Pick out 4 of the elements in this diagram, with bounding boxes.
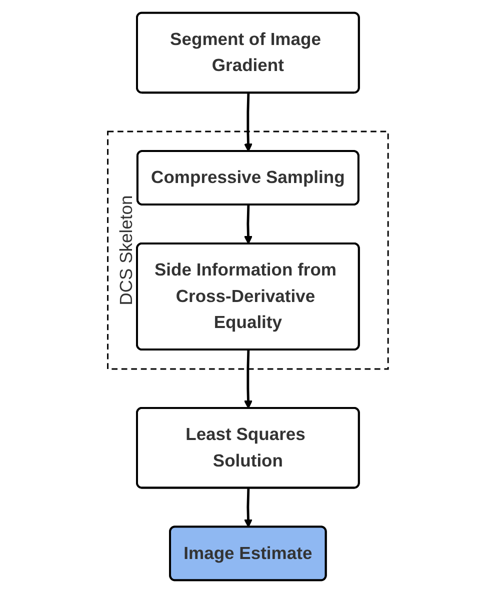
arrow xyxy=(244,350,252,409)
arrow xyxy=(244,488,252,528)
arrow xyxy=(244,204,252,244)
arrow xyxy=(244,93,252,152)
